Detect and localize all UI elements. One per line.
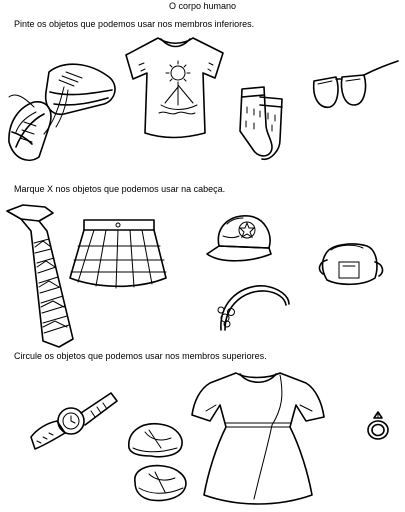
cap-icon[interactable] xyxy=(201,206,275,276)
question-upper-limbs: Circule os objetos que podemos usar nos … xyxy=(14,351,267,361)
sneakers-icon[interactable] xyxy=(4,52,122,167)
necktie-icon[interactable] xyxy=(3,201,75,349)
question-head: Marque X nos objetos que podemos usar na… xyxy=(14,184,226,194)
page-title: O corpo humano xyxy=(168,1,237,11)
tshirt-icon[interactable] xyxy=(123,33,233,141)
question-lower-limbs: Pinte os objetos que podemos usar nos me… xyxy=(14,19,255,29)
dress-icon[interactable] xyxy=(188,365,328,508)
headband-icon[interactable] xyxy=(213,280,293,336)
wristwatch-icon[interactable] xyxy=(27,385,119,453)
socks-icon[interactable] xyxy=(232,85,290,167)
backpack-icon[interactable] xyxy=(313,240,387,290)
ring-icon[interactable] xyxy=(363,408,393,442)
glasses-icon[interactable] xyxy=(306,59,401,121)
skirt-icon[interactable] xyxy=(66,216,170,294)
sandals-icon[interactable] xyxy=(121,418,197,508)
